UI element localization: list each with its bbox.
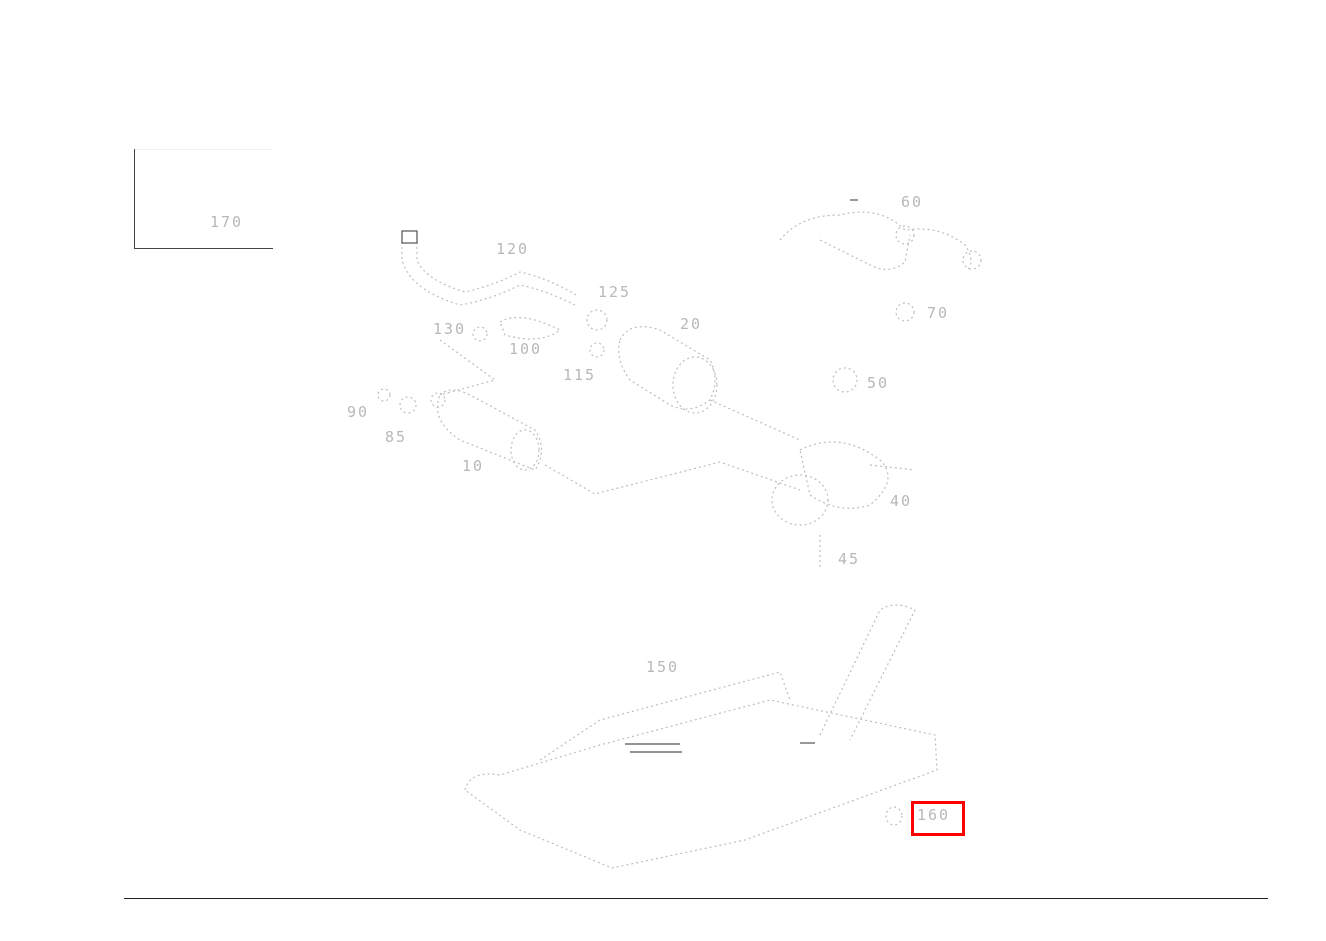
pump-40-body: [799, 441, 889, 509]
bracket-60-arm: [779, 211, 972, 271]
callout-20: 20: [680, 315, 703, 333]
filter-20: [618, 326, 716, 410]
callout-85: 85: [385, 428, 408, 446]
callout-45: 45: [838, 550, 861, 568]
screw-160: [885, 806, 903, 826]
clamp-125: [586, 309, 608, 331]
nut-70: [895, 302, 915, 322]
callout-115: 115: [563, 366, 597, 384]
washer-85b: [430, 392, 446, 408]
bracket-60-end: [962, 250, 982, 270]
hose-120-lower: [416, 232, 579, 297]
callout-40: 40: [890, 492, 913, 510]
callout-170: 170: [210, 213, 244, 231]
callout-60: 60: [901, 193, 924, 211]
nut-85: [399, 396, 417, 414]
pump-40-shaft: [869, 464, 916, 471]
fitting-115: [589, 342, 605, 358]
callout-150: 150: [646, 658, 680, 676]
pump-40-wheel: [771, 474, 829, 526]
callout-50: 50: [867, 374, 890, 392]
leader-line-3: [709, 399, 801, 441]
callout-160[interactable]: 160: [917, 806, 951, 824]
filter-10: [436, 389, 543, 471]
inset-detail-box: 170: [134, 149, 273, 249]
leader-line-2: [544, 461, 801, 495]
callout-125: 125: [598, 283, 632, 301]
filter-20-end: [672, 356, 718, 414]
bracket-50: [832, 367, 858, 393]
washer-90: [377, 388, 391, 402]
filter-10-end: [510, 429, 540, 471]
highlight-box-160[interactable]: [911, 801, 965, 836]
hose-120-upper: [401, 232, 576, 306]
handle-150: [819, 604, 916, 741]
callout-100: 100: [509, 340, 543, 358]
callout-10: 10: [462, 457, 485, 475]
tray-150: [464, 699, 938, 869]
footer-rule: [124, 898, 1268, 899]
callout-130: 130: [433, 320, 467, 338]
clamp-100: [499, 316, 562, 340]
callout-120: 120: [496, 240, 530, 258]
leader-line-1: [439, 339, 497, 396]
callout-70: 70: [927, 304, 950, 322]
callout-90: 90: [347, 403, 370, 421]
bracket-60-joint: [895, 225, 915, 245]
ring-130: [472, 326, 488, 342]
hose-120-end: [401, 230, 418, 244]
tray-150-ridge: [539, 671, 791, 761]
bracket-60-body: [819, 234, 911, 270]
